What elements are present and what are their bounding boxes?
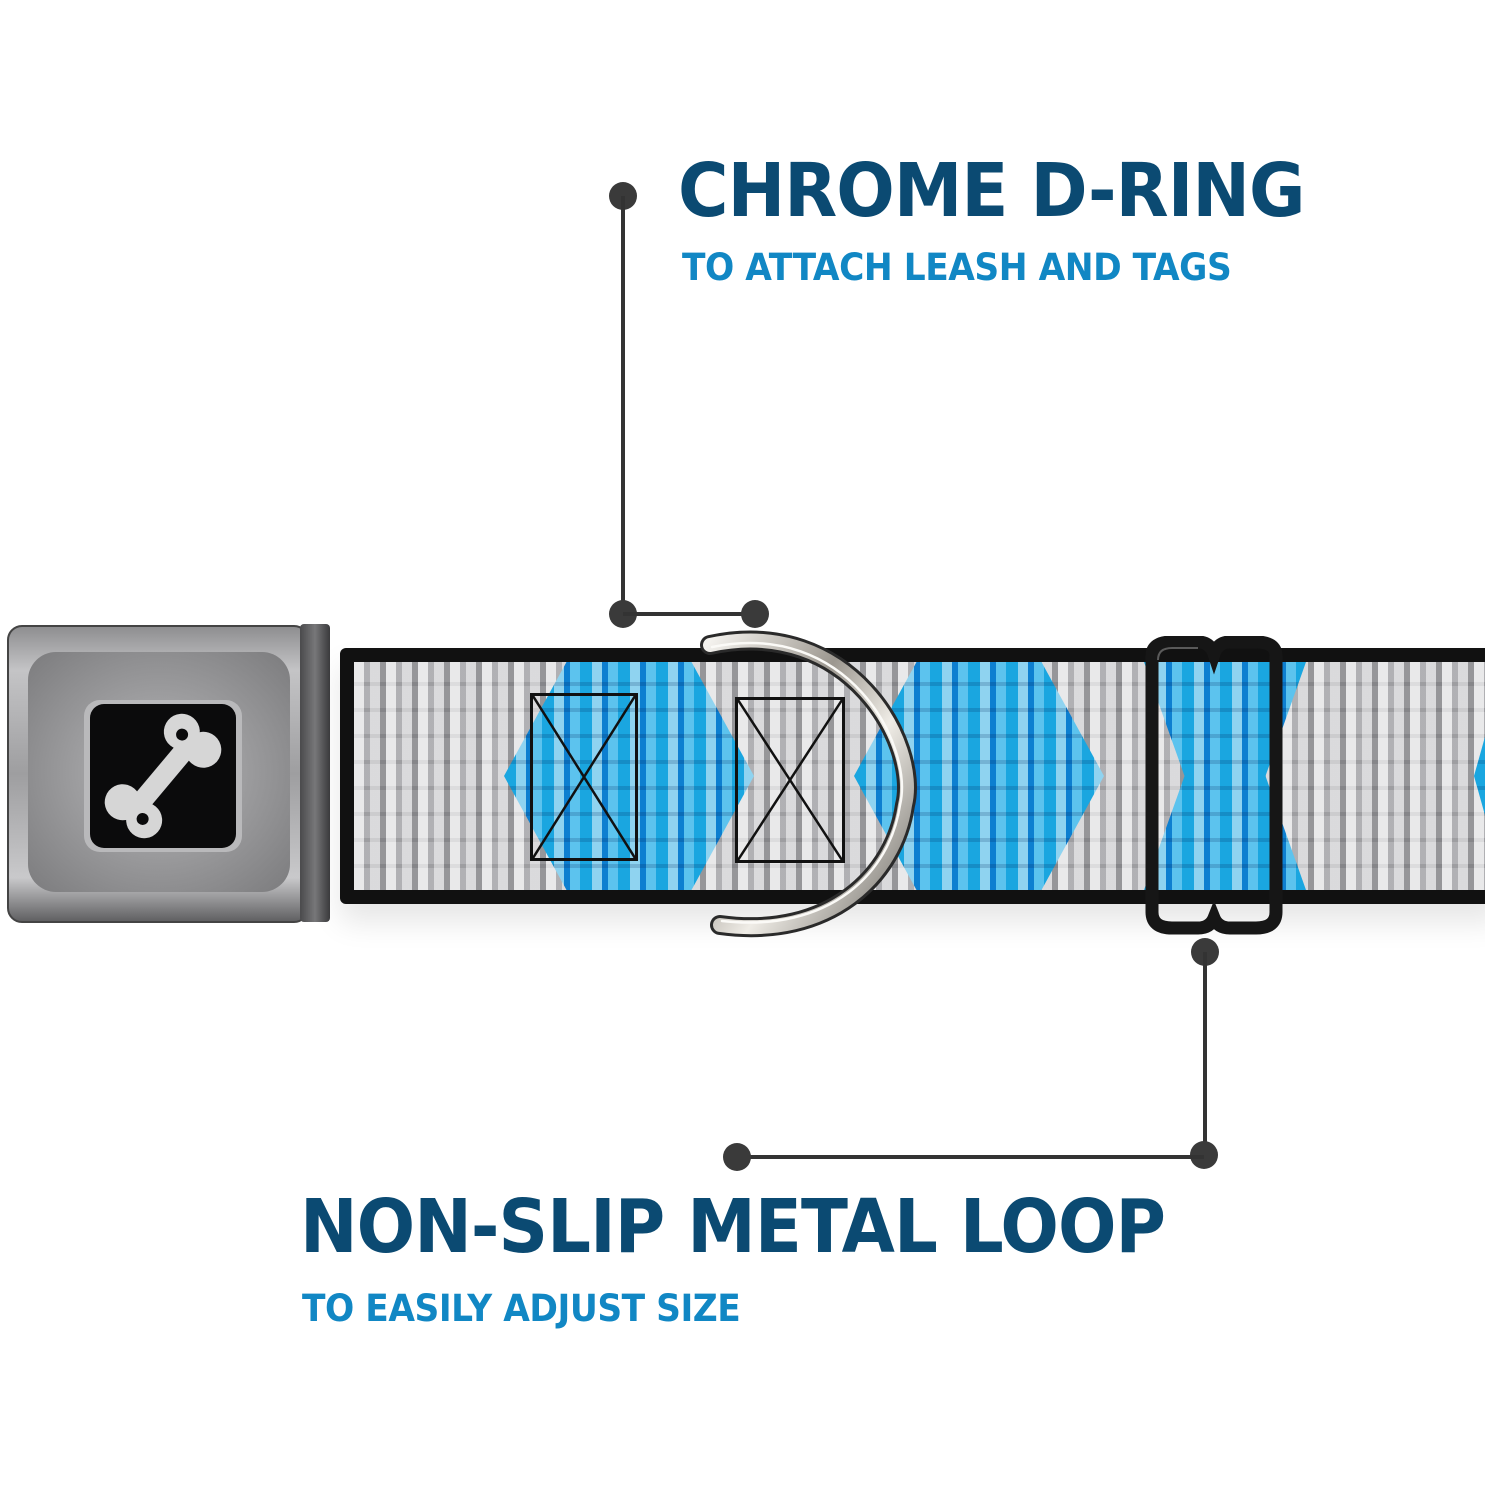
metal-loop-callout-title: NON-SLIP METAL LOOP bbox=[300, 1184, 1166, 1270]
callout-line bbox=[623, 612, 755, 616]
callout-line bbox=[1203, 952, 1207, 1155]
stitch-x-icon bbox=[533, 696, 635, 858]
callout-dot bbox=[741, 600, 769, 628]
callout-line bbox=[621, 196, 625, 614]
dog-bone-icon bbox=[104, 713, 222, 839]
strap-weave-pattern bbox=[354, 662, 1485, 890]
blue-pattern-band bbox=[504, 662, 754, 890]
metal-loop-callout-subtitle: TO EASILY ADJUST SIZE bbox=[302, 1287, 741, 1330]
d-ring-callout-subtitle: TO ATTACH LEASH AND TAGS bbox=[682, 246, 1232, 289]
metal-loop-icon bbox=[1145, 636, 1283, 935]
seatbelt-buckle bbox=[7, 624, 330, 923]
stitch-x-icon bbox=[738, 700, 842, 860]
callout-line bbox=[737, 1155, 1204, 1159]
d-ring-icon bbox=[700, 630, 917, 938]
stitch-box-x bbox=[735, 697, 845, 863]
collar-strap bbox=[340, 648, 1485, 904]
blue-pattern-band bbox=[1474, 662, 1485, 890]
stitch-box-x bbox=[530, 693, 638, 861]
d-ring-callout-title: CHROME D-RING bbox=[678, 148, 1306, 234]
callout-dot bbox=[723, 1143, 751, 1171]
